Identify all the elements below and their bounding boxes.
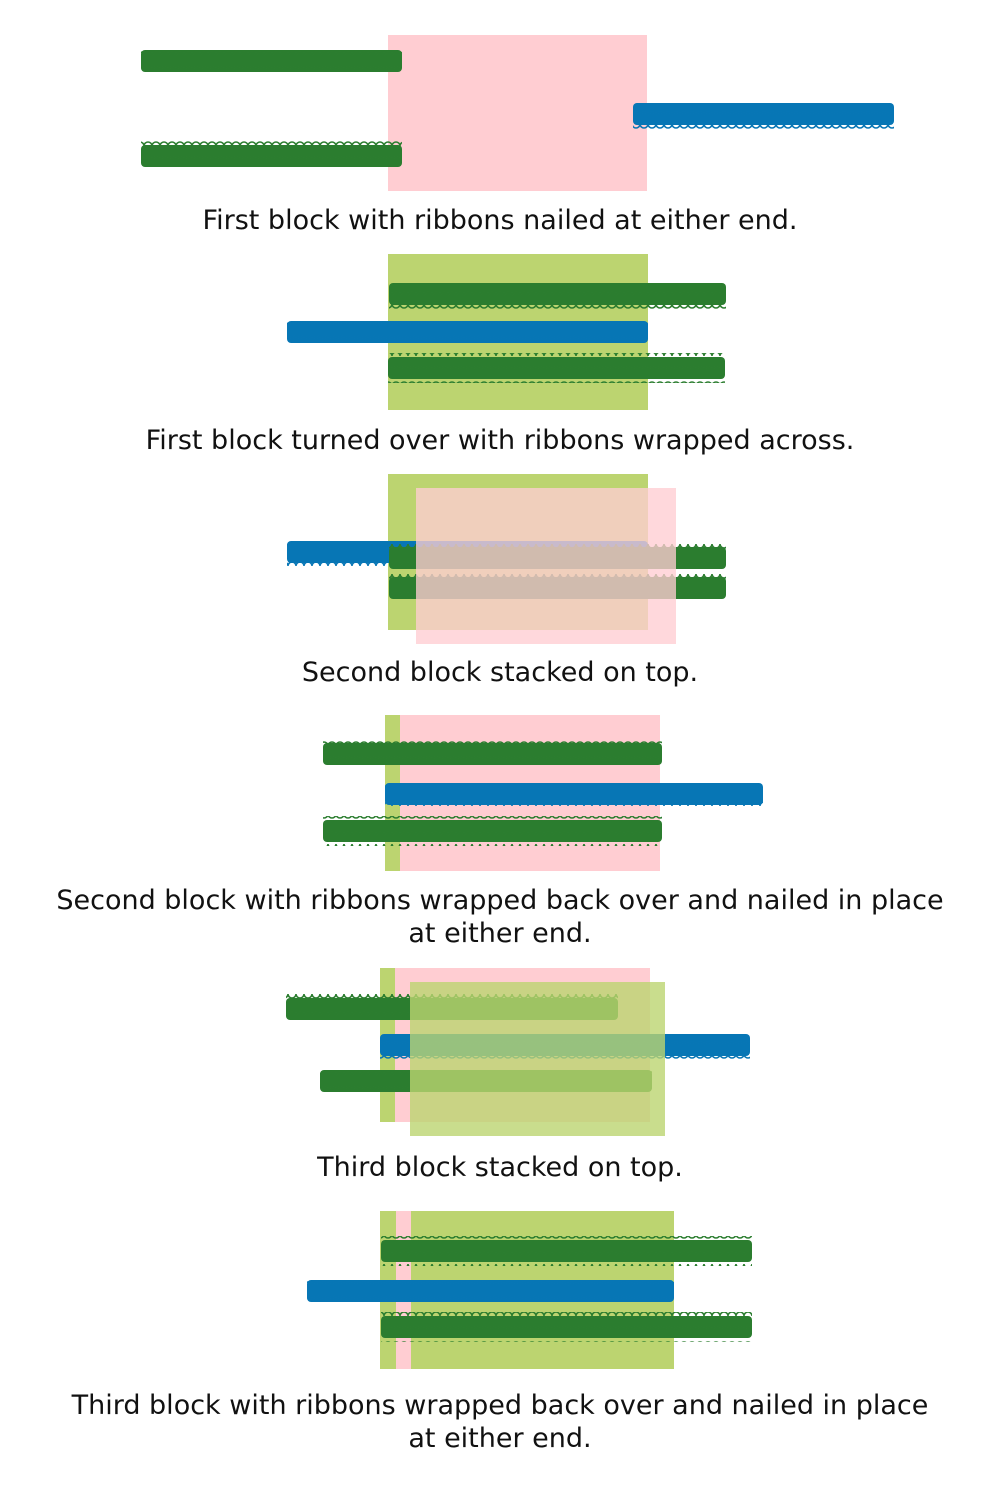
green-ribbon [141, 46, 402, 76]
caption-line: at either end. [408, 1423, 592, 1454]
blue-ribbon [307, 1276, 674, 1306]
block-1 [388, 35, 647, 191]
caption-line: Third block with ribbons wrapped back ov… [71, 1390, 929, 1421]
green-ribbon [389, 279, 726, 309]
blue-ribbon [287, 317, 648, 347]
caption-line: Third block stacked on top. [317, 1152, 683, 1183]
green-ribbon [388, 353, 725, 383]
blue-ribbon [385, 779, 763, 809]
caption-line: Second block with ribbons wrapped back o… [56, 885, 944, 916]
step-4-caption: Second block with ribbons wrapped back o… [40, 884, 960, 950]
step-1-caption: First block with ribbons nailed at eithe… [40, 204, 960, 237]
step-6-caption: Third block with ribbons wrapped back ov… [40, 1389, 960, 1455]
blue-ribbon [633, 99, 894, 129]
green-ribbon [323, 816, 662, 846]
green-ribbon [381, 1312, 752, 1342]
caption-line: First block turned over with ribbons wra… [145, 425, 855, 456]
green-ribbon [323, 739, 662, 769]
green-ribbon [141, 141, 402, 171]
caption-line: First block with ribbons nailed at eithe… [202, 205, 798, 236]
block-3 [410, 982, 665, 1136]
caption-line: at either end. [408, 918, 592, 949]
caption-line: Second block stacked on top. [301, 657, 699, 688]
green-ribbon [381, 1236, 752, 1266]
step-2-caption: First block turned over with ribbons wra… [40, 424, 960, 457]
block-2 [416, 488, 676, 644]
step-3-caption: Second block stacked on top. [40, 656, 960, 689]
step-5-caption: Third block stacked on top. [40, 1151, 960, 1184]
